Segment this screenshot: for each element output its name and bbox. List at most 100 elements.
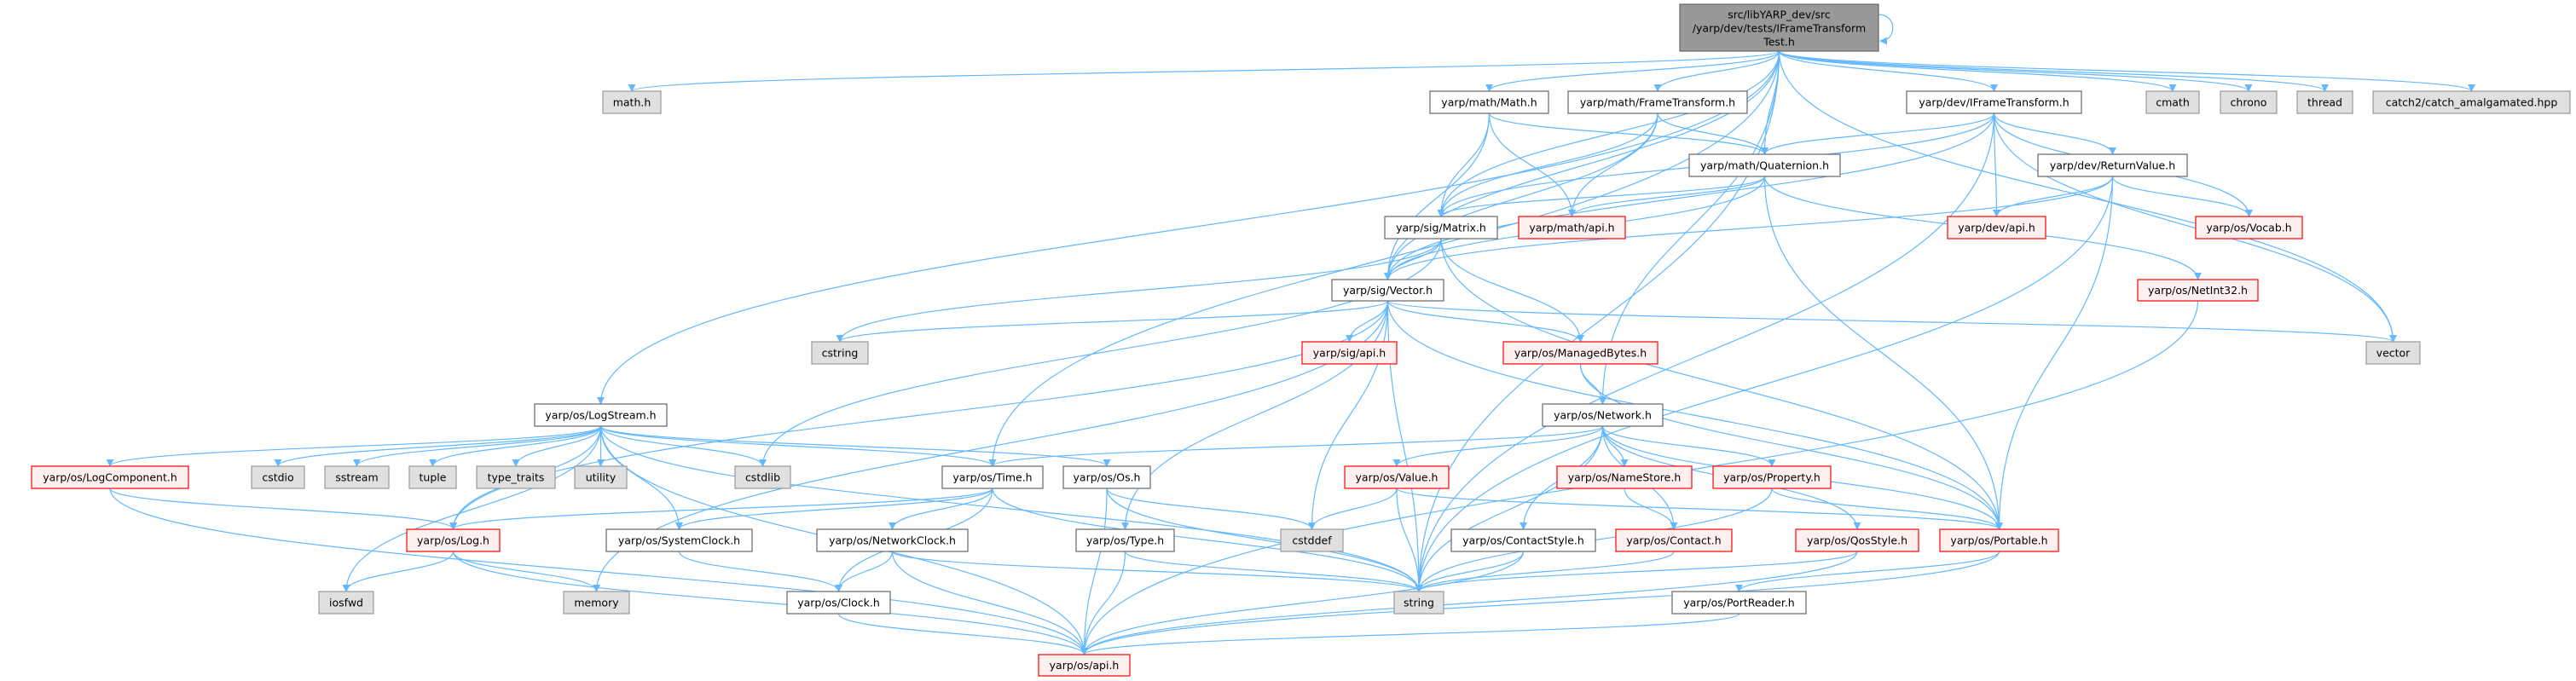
node-box [1344,465,1450,489]
node-label: chrono [2231,96,2267,109]
edge-Time-to-Log [449,488,993,530]
node-box [2372,90,2571,114]
node-mathapi[interactable]: yarp/math/api.h [1518,216,1626,240]
node-vector[interactable]: yarp/sig/Vector.h [1331,279,1444,302]
edge-IFT-to-Vector [1384,113,1995,280]
node-label: yarp/sig/Vector.h [1343,284,1433,297]
edge-ContactStyle-to-osapi [1080,551,1525,655]
node-matrix[interactable]: yarp/sig/Matrix.h [1384,216,1498,240]
node-box [2296,90,2353,114]
node-logcomp[interactable]: yarp/os/LogComponent.h [31,465,189,489]
node-label: yarp/os/NetworkClock.h [829,534,956,547]
node-portable[interactable]: yarp/os/Portable.h [1939,528,2059,552]
edge-Matrix-to-Vector [1384,238,1442,280]
edge-Vector-to-cstddef [1308,300,1389,530]
node-osapi[interactable]: yarp/os/api.h [1038,654,1131,677]
node-box [1542,403,1664,427]
root-label-line: /yarp/dev/tests/IFrameTransform [1693,22,1866,35]
node-retval[interactable]: yarp/dev/ReturnValue.h [2037,153,2188,177]
edge-RetVal-to-devapi [1993,176,2114,217]
node-logstream[interactable]: yarp/os/LogStream.h [534,403,668,427]
edge-RetVal-to-Portable [1995,176,2114,530]
node-box [1075,528,1175,552]
edge-Network-to-Value [1392,425,1604,467]
node-box [734,465,791,489]
edge-LogStream-to-tuple [429,425,602,467]
edge-MB-to-Network [1579,363,1606,405]
node-label: yarp/dev/api.h [1958,222,2035,234]
node-label: iosfwd [329,597,363,609]
edge-RetVal-to-Vocab [2111,176,2253,217]
node-cstddef: cstddef [1280,528,1344,552]
node-namestore[interactable]: yarp/os/NameStore.h [1556,465,1693,489]
node-sigapi[interactable]: yarp/sig/api.h [1301,341,1398,365]
node-label: thread [2307,96,2342,109]
node-sstream: sstream [324,465,390,489]
edge-LogComp-to-Log [109,488,457,530]
edge-root-to-catch2 [1778,50,2475,92]
node-netint32[interactable]: yarp/os/NetInt32.h [2137,279,2259,302]
node-type[interactable]: yarp/os/Type.h [1075,528,1175,552]
node-memory: memory [563,591,630,615]
node-log[interactable]: yarp/os/Log.h [406,528,501,552]
node-catch2: catch2/catch_amalgamated.hpp [2372,90,2571,114]
node-box [1038,654,1131,677]
node-quat[interactable]: yarp/math/Quaternion.h [1688,153,1841,177]
edge-Os-to-string [1106,488,1423,592]
node-cstdio: cstdio [251,465,305,489]
node-label: yarp/os/Type.h [1086,534,1164,547]
node-contactstyle[interactable]: yarp/os/ContactStyle.h [1450,528,1596,552]
edge-Math-to-Quat [1488,113,1768,155]
node-box [1795,528,1919,552]
node-contact[interactable]: yarp/os/Contact.h [1615,528,1733,552]
node-time[interactable]: yarp/os/Time.h [941,465,1044,489]
edge-Property-to-Portable [1771,488,2003,530]
edge-Matrix-to-Portable [1440,238,2003,530]
root-label-line: Test.h [1763,36,1795,49]
edge-IFT-to-string [1415,113,1995,592]
node-box [1671,591,1807,615]
node-box [1393,591,1444,615]
node-root[interactable]: src/libYARP_dev/src/yarp/dev/tests/IFram… [1679,3,1879,52]
node-sysclock[interactable]: yarp/os/SystemClock.h [605,528,753,552]
node-netclock[interactable]: yarp/os/NetworkClock.h [816,528,969,552]
edge-Time-to-string [992,488,1423,592]
node-qosstyle[interactable]: yarp/os/QosStyle.h [1795,528,1919,552]
node-box [2365,341,2421,365]
node-ift[interactable]: yarp/dev/IFrameTransform.h [1906,90,2082,114]
node-property[interactable]: yarp/os/Property.h [1712,465,1832,489]
node-label: utility [586,471,617,484]
edge-Log-to-memory [452,551,600,592]
edge-Time-to-SysClock [675,488,993,530]
node-box [1429,90,1549,114]
node-box [318,591,374,615]
edge-FT-to-Quat [1657,113,1768,155]
node-value[interactable]: yarp/os/Value.h [1344,465,1450,489]
node-box [1939,528,2059,552]
node-label: yarp/os/Vocab.h [2206,222,2291,234]
node-box [324,465,390,489]
node-box [602,90,662,114]
node-math[interactable]: yarp/math/Math.h [1429,90,1549,114]
node-label: yarp/os/LogStream.h [545,409,656,422]
edge-root-to-IFT [1778,50,1998,92]
node-box [1384,216,1498,240]
node-label: yarp/math/FrameTransform.h [1580,96,1735,109]
node-devapi[interactable]: yarp/dev/api.h [1947,216,2046,240]
node-vocab[interactable]: yarp/os/Vocab.h [2195,216,2303,240]
edge-Os-to-cstddef [1106,488,1316,530]
node-type_traits: type_traits [476,465,556,489]
edge-Math-to-Matrix [1437,113,1491,217]
node-label: string [1404,597,1434,609]
node-label: memory [574,597,619,609]
node-ft[interactable]: yarp/math/FrameTransform.h [1567,90,1748,114]
edge-IFT-to-vector [1993,113,2397,343]
node-network[interactable]: yarp/os/Network.h [1542,403,1664,427]
edge-NetClock-to-osapi [891,551,1088,655]
node-portreader[interactable]: yarp/os/PortReader.h [1671,591,1807,615]
node-clock[interactable]: yarp/os/Clock.h [786,591,891,615]
node-box [2037,153,2188,177]
edge-root-to-root [1878,14,1894,45]
node-mb[interactable]: yarp/os/ManagedBytes.h [1502,341,1658,365]
node-os[interactable]: yarp/os/Os.h [1062,465,1151,489]
